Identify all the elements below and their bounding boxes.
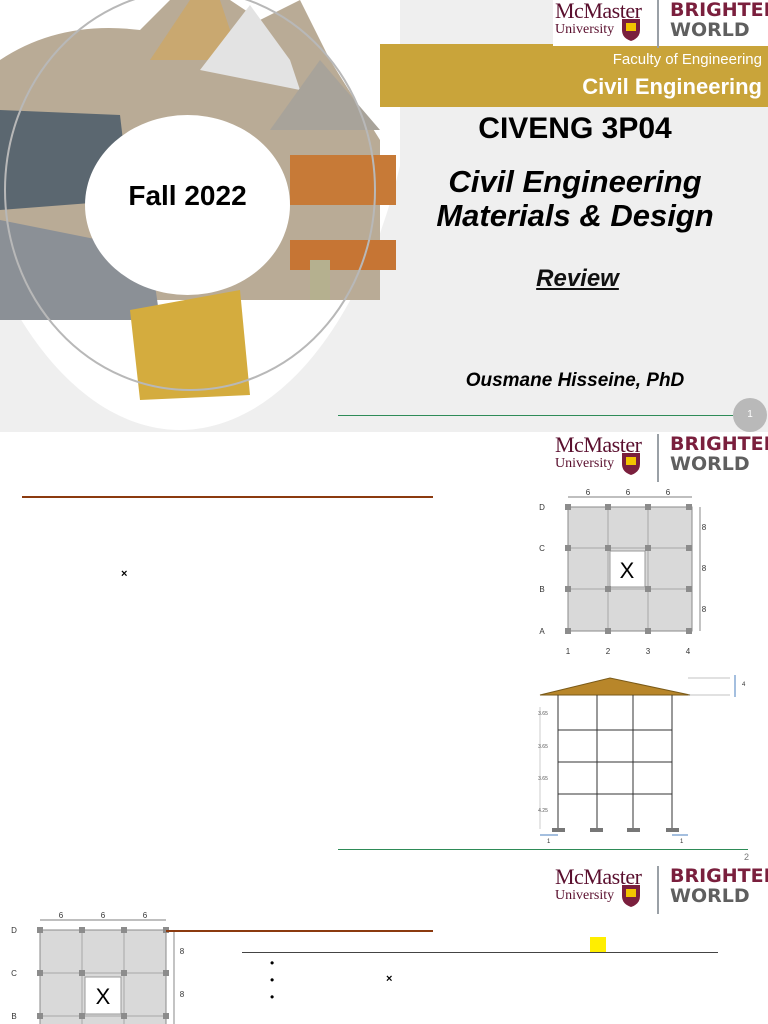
logo-university: University	[555, 888, 615, 903]
span-right-2: 8	[702, 564, 707, 573]
row-label-d: D	[11, 926, 17, 935]
crest-icon	[622, 453, 640, 475]
mcmaster-logo: McMaster University BRIGHTER WORLD	[553, 866, 768, 916]
span-right-3: 8	[702, 605, 707, 614]
storey-height-1: 4.25	[538, 808, 548, 814]
storey-height-4: 3.65	[538, 711, 548, 717]
logo-world: WORLD	[670, 19, 750, 41]
subtitle: Review	[536, 265, 619, 292]
col-label-1: 1	[566, 647, 571, 656]
span-top-1: 6	[586, 488, 591, 497]
course-title-line1: Civil Engineering	[448, 164, 702, 199]
storey-height-2: 3.65	[538, 776, 548, 782]
logo-mcmaster: McMaster	[555, 864, 642, 889]
floor-plan-diagram: X 6 6 6 8 8 8 D C B A 1 2 3 4	[539, 488, 707, 656]
span-right-1: 8	[180, 947, 185, 956]
logo-mcmaster: McMaster	[555, 432, 642, 457]
times-symbol: ×	[121, 568, 128, 580]
logo-divider	[657, 866, 659, 914]
course-code: CIVENG 3P04	[478, 112, 672, 145]
logo-brighter: BRIGHTER	[670, 865, 768, 887]
storey-height-3: 3.65	[538, 744, 548, 750]
bullet-3: •	[270, 990, 275, 1004]
times-symbol: ×	[386, 973, 393, 985]
span-top-2: 6	[626, 488, 631, 497]
marked-panel-label: X	[96, 984, 111, 1009]
span-right-1: 8	[702, 523, 707, 532]
row-label-b: B	[539, 585, 544, 594]
highlight-marker	[590, 937, 606, 952]
faculty-banner: Faculty of Engineering Civil Engineering	[380, 44, 768, 107]
col-label-4: 4	[686, 647, 691, 656]
logo-divider	[657, 434, 659, 482]
title-rule	[22, 496, 433, 498]
logo-brighter: BRIGHTER	[670, 0, 768, 21]
mcmaster-logo: McMaster University BRIGHTER WORLD	[553, 434, 768, 484]
department-label: Civil Engineering	[582, 74, 762, 99]
course-title-line2: Materials & Design	[436, 198, 714, 233]
bullet-2: •	[270, 973, 275, 987]
row-label-c: C	[539, 544, 545, 553]
roof-height-label: 4	[742, 682, 746, 688]
term-circle	[85, 115, 290, 295]
title-rule	[166, 930, 433, 932]
floor-plan-diagram: X 6 6 6 8 8 D C B	[11, 911, 185, 1024]
span-top-1: 6	[59, 911, 64, 920]
logo-world: WORLD	[670, 885, 750, 907]
overhang-left-label: 1	[547, 839, 551, 845]
row-label-c: C	[11, 969, 17, 978]
course-title: Civil Engineering Materials & Design	[400, 165, 750, 233]
term-label: Fall 2022	[128, 180, 247, 211]
faculty-label: Faculty of Engineering	[612, 51, 762, 68]
plan-slide: McMaster University BRIGHTER WORLD × X 6…	[0, 432, 768, 864]
crest-icon	[622, 885, 640, 907]
span-top-2: 6	[101, 911, 106, 920]
span-top-3: 6	[143, 911, 148, 920]
logo-university: University	[555, 456, 615, 471]
span-right-2: 8	[180, 990, 185, 999]
title-slide: Fall 2022 Faculty of Engineering Civil E…	[0, 0, 768, 432]
marked-panel-label: X	[620, 558, 635, 583]
logo-divider	[657, 0, 659, 48]
crest-icon	[622, 19, 640, 41]
logo-mcmaster: McMaster	[555, 0, 642, 23]
footer-rule	[338, 849, 748, 850]
row-label-a: A	[539, 627, 545, 636]
logo-world: WORLD	[670, 453, 750, 475]
page-number: 1	[733, 398, 767, 432]
mcmaster-logo: McMaster University BRIGHTER WORLD	[553, 0, 768, 48]
bullet-1: •	[270, 956, 275, 970]
row-label-d: D	[539, 503, 545, 512]
col-label-2: 2	[606, 647, 611, 656]
section-rule	[242, 952, 718, 953]
overhang-right-label: 1	[680, 839, 684, 845]
logo-university: University	[555, 22, 615, 37]
row-label-b: B	[11, 1012, 16, 1021]
col-label-3: 3	[646, 647, 651, 656]
author-name: Ousmane Hisseine, PhD	[465, 370, 685, 391]
elevation-diagram: 4 3.65 3.65 3.65 4.25 1 1	[538, 675, 746, 845]
review-slide: McMaster University BRIGHTER WORLD X 6 6…	[0, 864, 768, 1024]
page-number: 2	[744, 852, 750, 862]
footer-rule	[338, 415, 733, 416]
span-top-3: 6	[666, 488, 671, 497]
logo-brighter: BRIGHTER	[670, 433, 768, 455]
